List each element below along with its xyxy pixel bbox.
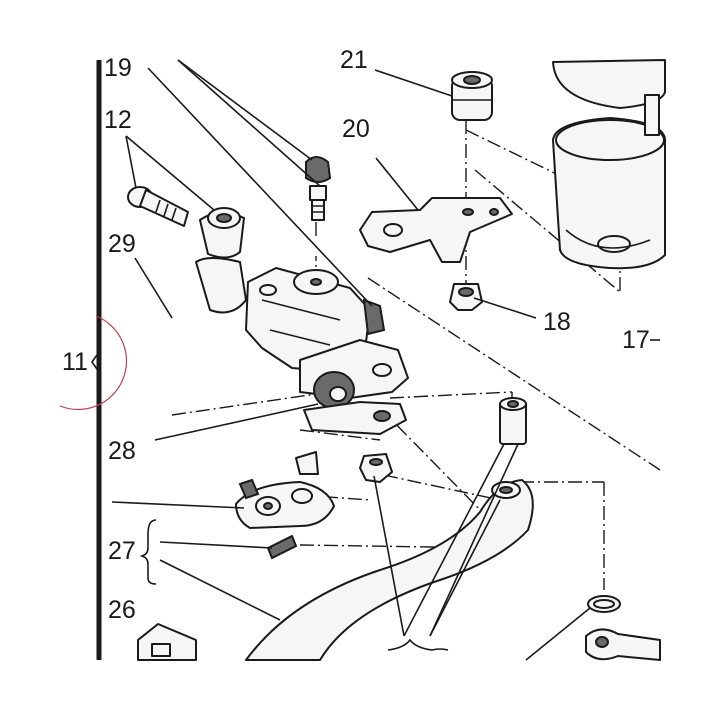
callout-18: 18 xyxy=(543,308,571,336)
lock-nut xyxy=(359,453,393,483)
reservoir xyxy=(552,59,666,270)
banjo-fitting xyxy=(585,595,661,661)
brake-lever xyxy=(245,479,534,661)
callout-17: 17 xyxy=(622,326,650,354)
callout-26: 26 xyxy=(108,596,136,624)
bleed-nipple xyxy=(305,156,332,221)
annotation-circle xyxy=(59,315,128,411)
brake-switch xyxy=(137,623,197,661)
spring xyxy=(266,534,298,560)
leader-lines xyxy=(111,59,660,661)
clamp-half xyxy=(195,207,247,314)
callout-27: 27 xyxy=(108,537,136,565)
lever-adjuster xyxy=(235,451,335,529)
callout-12: 12 xyxy=(104,106,132,134)
bolt xyxy=(127,186,189,227)
callout-11: 11 xyxy=(62,348,88,376)
callout-29: 29 xyxy=(108,230,136,258)
callout-21: 21 xyxy=(340,46,368,74)
spacer-sleeve xyxy=(499,397,527,445)
callout-20: 20 xyxy=(342,115,370,143)
callout-28: 28 xyxy=(108,437,136,465)
grommet xyxy=(451,71,493,121)
flange-nut xyxy=(449,283,483,311)
callout-19: 19 xyxy=(104,54,132,82)
assembly-bracket-notch xyxy=(91,351,100,373)
mounting-plate xyxy=(359,197,513,263)
pivot-bracket xyxy=(299,339,409,435)
